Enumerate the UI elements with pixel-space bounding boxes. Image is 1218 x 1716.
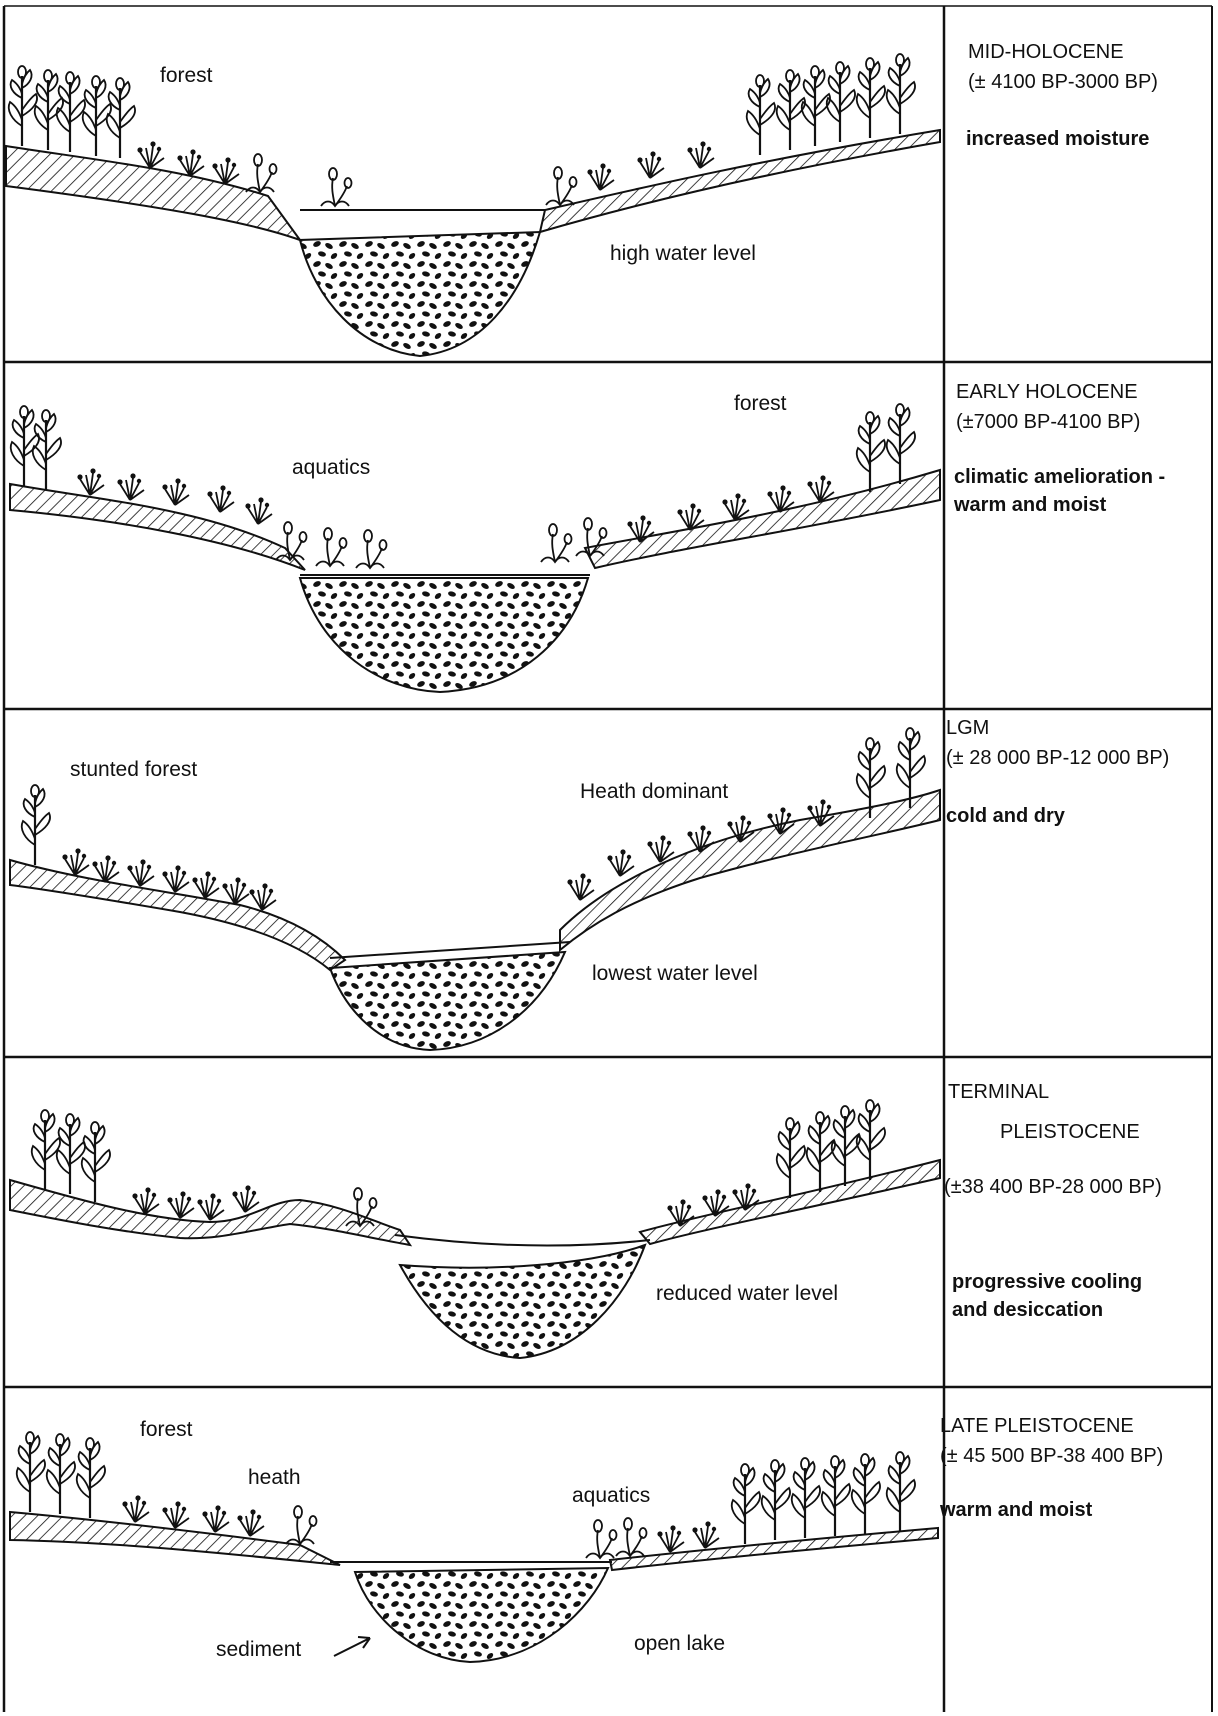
panel-terminal-pleistocene: reduced water level TERMINAL PLEISTOCENE… xyxy=(10,1081,1162,1358)
label-aquatics: aquatics xyxy=(572,1484,650,1507)
climate-note: warm and moist xyxy=(939,1499,1093,1521)
ground-hatch xyxy=(10,484,305,570)
sediment-basin xyxy=(300,232,540,356)
climate-note: and desiccation xyxy=(952,1299,1103,1321)
label-aquatics: aquatics xyxy=(292,456,370,479)
label-water-level: high water level xyxy=(610,242,756,265)
sediment-basin xyxy=(300,578,588,692)
period-title: EARLY HOLOCENE xyxy=(956,381,1138,403)
period-dates: (± 28 000 BP-12 000 BP) xyxy=(946,747,1169,769)
label-open-lake: open lake xyxy=(634,1632,725,1655)
sediment-basin xyxy=(400,1245,645,1358)
period-dates: (±38 400 BP-28 000 BP) xyxy=(944,1176,1162,1198)
water-surface xyxy=(395,1235,650,1245)
climate-note: warm and moist xyxy=(953,494,1107,516)
label-stunted-forest: stunted forest xyxy=(70,758,197,781)
label-water-level: reduced water level xyxy=(656,1282,838,1305)
panel-early-holocene: aquatics forest EARLY HOLOCENE (±7000 BP… xyxy=(10,381,1165,692)
climate-note: climatic amelioration - xyxy=(954,466,1165,488)
period-title: LGM xyxy=(946,717,989,739)
period-title: LATE PLEISTOCENE xyxy=(940,1415,1134,1437)
panel-lgm: stunted forest Heath dominant lowest wat… xyxy=(10,717,1169,1050)
period-title: MID-HOLOCENE xyxy=(968,41,1124,63)
period-dates: (± 4100 BP-3000 BP) xyxy=(968,71,1158,93)
sediment-basin xyxy=(355,1568,608,1662)
ground-hatch xyxy=(6,146,300,240)
ground-hatch xyxy=(540,130,940,232)
period-title: TERMINAL xyxy=(948,1081,1049,1103)
label-heath-dominant: Heath dominant xyxy=(580,780,728,803)
ground-hatch xyxy=(10,1512,340,1565)
label-heath: heath xyxy=(248,1466,301,1489)
label-forest: forest xyxy=(734,392,787,415)
climate-note: cold and dry xyxy=(946,805,1066,827)
panel-mid-holocene: forest high water level MID-HOLOCENE (± … xyxy=(6,41,1158,356)
period-dates: (± 45 500 BP-38 400 BP) xyxy=(940,1445,1163,1467)
climate-note: increased moisture xyxy=(966,128,1149,150)
label-forest: forest xyxy=(160,64,213,87)
panel-late-pleistocene: forest heath aquatics sediment open lake… xyxy=(10,1415,1163,1662)
arrow-icon xyxy=(334,1637,370,1656)
label-water-level: lowest water level xyxy=(592,962,758,985)
climate-note: progressive cooling xyxy=(952,1271,1142,1293)
label-forest: forest xyxy=(140,1418,193,1441)
period-dates: (±7000 BP-4100 BP) xyxy=(956,411,1140,433)
sediment-basin xyxy=(330,952,565,1050)
period-title: PLEISTOCENE xyxy=(1000,1121,1140,1143)
label-sediment: sediment xyxy=(216,1638,301,1661)
ground-hatch xyxy=(585,470,940,568)
